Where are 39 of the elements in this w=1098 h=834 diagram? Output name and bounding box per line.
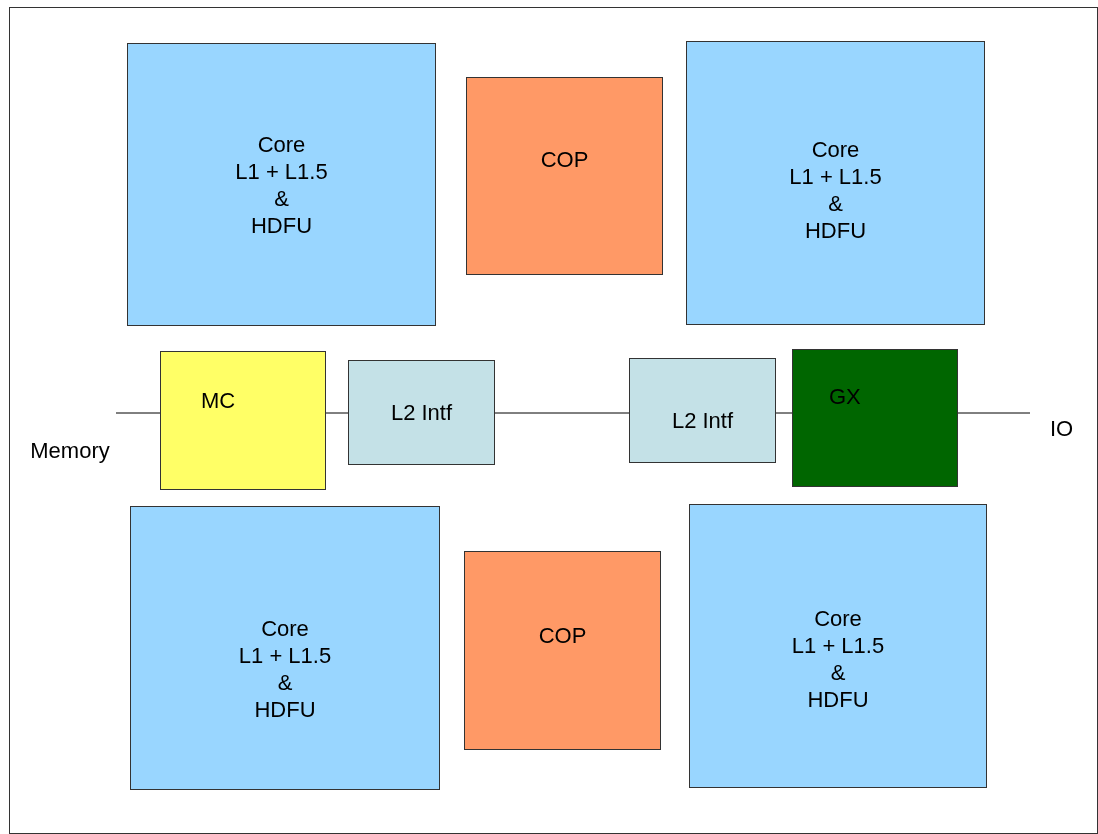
- bus-line: [325, 412, 349, 414]
- block-label: L1 + L1.5: [238, 642, 332, 669]
- core-block: [130, 506, 440, 790]
- block-label: HDFU: [807, 686, 869, 713]
- coprocessor-block: [464, 551, 661, 750]
- block-label: Core: [257, 130, 306, 158]
- block-label: L1 + L1.5: [791, 632, 885, 659]
- block-label: L2 Intf: [671, 407, 734, 434]
- block-label: &: [830, 659, 846, 686]
- block-label: &: [274, 184, 289, 212]
- memory-controller-block: [160, 351, 326, 490]
- block-label: HDFU: [254, 696, 316, 723]
- bus-line: [494, 412, 630, 414]
- bus-line: [957, 412, 1031, 414]
- block-label: &: [828, 190, 843, 217]
- coprocessor-block: [466, 77, 663, 275]
- block-label: &: [277, 669, 293, 696]
- core-block: [689, 504, 987, 788]
- block-label: COP: [540, 146, 589, 173]
- port-name: Memory: [30, 437, 110, 464]
- block-label: Core: [261, 615, 309, 642]
- block-label: MC: [201, 387, 236, 414]
- core-block: [686, 41, 985, 325]
- core-block: [127, 43, 436, 326]
- block-label: GX: [829, 383, 861, 410]
- block-label: L2 Intf: [390, 399, 453, 426]
- block-label: Core: [814, 605, 862, 632]
- block-label: COP: [538, 622, 587, 649]
- bus-line: [115, 412, 161, 414]
- block-label: L1 + L1.5: [235, 157, 328, 185]
- port-name: IO: [1050, 415, 1074, 442]
- l2-interface-block: [629, 358, 776, 463]
- block-label: Core: [811, 136, 860, 163]
- block-label: HDFU: [250, 211, 313, 239]
- bus-line: [775, 412, 793, 414]
- block-label: HDFU: [804, 217, 867, 244]
- block-label: L1 + L1.5: [789, 163, 882, 190]
- l2-interface-block: [348, 360, 495, 465]
- gx-block: [792, 349, 958, 487]
